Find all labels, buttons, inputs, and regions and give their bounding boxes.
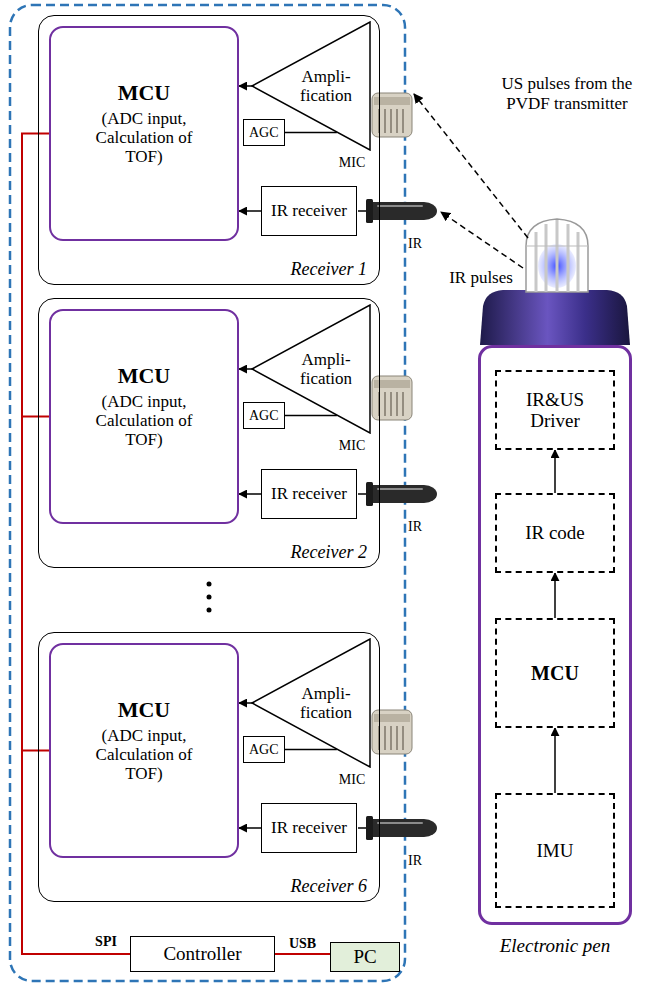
node-label: AGC: [249, 408, 279, 424]
node-label: IR receiver: [271, 484, 347, 503]
pen-module-box: IR code: [495, 493, 615, 573]
microphone-icon: [372, 93, 412, 137]
signal-arrow: [554, 728, 556, 793]
pvdf-transmitter: [526, 219, 588, 292]
signal-arrow: [239, 368, 252, 370]
node-label: (ADC input, Calculation of TOF): [79, 109, 209, 166]
signal-arrow: [285, 749, 337, 751]
node-label: Ampli- fication: [294, 67, 358, 105]
signal-label: IR pulses: [444, 268, 518, 288]
microphone-icon: [372, 376, 412, 420]
ir-receiver-box: IR receiver: [261, 186, 357, 236]
bus-wire: [275, 953, 330, 955]
node-label: (ADC input, Calculation of TOF): [79, 392, 209, 449]
signal-arrow: [239, 493, 261, 495]
microphone-icon: [372, 710, 412, 754]
ellipsis-dot: [207, 582, 212, 587]
signal-label: US pulses from the PVDF transmitter: [484, 74, 650, 113]
transmitter-ring: [526, 246, 588, 247]
node-label: IR&US Driver: [515, 389, 595, 432]
agc-box: AGC: [243, 119, 285, 146]
signal-arrow: [239, 85, 252, 87]
node-label: MCU: [531, 662, 579, 684]
receiver-box: Receiver 6 MCU (ADC input, Calculation of …: [38, 632, 380, 902]
signal-arrow: [285, 132, 337, 134]
node-label: IR receiver: [271, 201, 347, 220]
ir-diode-icon: [358, 482, 437, 506]
transmitter-glow: [538, 244, 576, 288]
controller-box: Controller: [130, 936, 275, 972]
node-label: Receiver 6: [291, 876, 367, 896]
bus-label: SPI: [88, 934, 124, 950]
node-label: Ampli- fication: [294, 350, 358, 388]
part-label: MIC: [332, 772, 372, 788]
ellipsis-dot: [207, 608, 212, 613]
signal-arrow: [285, 415, 337, 417]
part-label: MIC: [332, 155, 372, 171]
node-label: MCU: [118, 364, 171, 389]
ir-diode-icon: [358, 199, 437, 223]
transmitter-cage: [536, 220, 578, 292]
mcu-box: MCU (ADC input, Calculation of TOF): [49, 643, 239, 858]
mcu-box: MCU (ADC input, Calculation of TOF): [49, 26, 239, 241]
part-label: IR: [400, 853, 430, 869]
us-pulse-arrow: [414, 94, 528, 238]
pen-module-box: IMU: [495, 793, 615, 908]
signal-arrow: [554, 573, 556, 618]
signal-arrow: [554, 450, 556, 493]
part-label: IR: [400, 236, 430, 252]
system-boundary: [10, 5, 405, 981]
ir-pulse-arrow: [441, 212, 523, 268]
node-label: Receiver 1: [291, 259, 367, 279]
pen-module-box: IR&US Driver: [495, 370, 615, 450]
ir-diode-icon: [358, 816, 437, 840]
node-label: IR receiver: [271, 818, 347, 837]
ir-receiver-box: IR receiver: [261, 469, 357, 519]
agc-box: AGC: [243, 402, 285, 429]
pc-box: PC: [330, 942, 400, 972]
node-label: PC: [353, 946, 376, 967]
node-label: AGC: [249, 742, 279, 758]
signal-arrow: [239, 702, 252, 704]
node-label: Ampli- fication: [294, 684, 358, 722]
pen-collar: [480, 290, 630, 345]
mcu-box: MCU (ADC input, Calculation of TOF): [49, 309, 239, 524]
node-label: Electronic pen: [500, 935, 611, 956]
part-label: MIC: [332, 438, 372, 454]
bus-label: USB: [287, 936, 318, 951]
node-label: MCU: [118, 698, 171, 723]
node-label: AGC: [249, 125, 279, 141]
receiver-box: Receiver 2 MCU (ADC input, Calculation of …: [38, 298, 380, 568]
signal-arrow: [239, 827, 261, 829]
ir-receiver-box: IR receiver: [261, 803, 357, 853]
node-label: MCU: [118, 81, 171, 106]
receiver-box: Receiver 1 MCU (ADC input, Calculation of …: [38, 15, 380, 285]
node-label: (ADC input, Calculation of TOF): [79, 726, 209, 783]
agc-box: AGC: [243, 736, 285, 763]
node-label: Receiver 2: [291, 542, 367, 562]
ellipsis-dot: [207, 595, 212, 600]
node-label: IR code: [525, 522, 585, 543]
node-label: IMU: [537, 840, 574, 861]
pen-module-box: MCU: [495, 618, 615, 728]
signal-arrow: [239, 210, 261, 212]
pen-body: Electronic penIR&US DriverIR codeMCUIMU: [478, 345, 632, 925]
node-label: Controller: [163, 943, 241, 964]
part-label: IR: [400, 519, 430, 535]
